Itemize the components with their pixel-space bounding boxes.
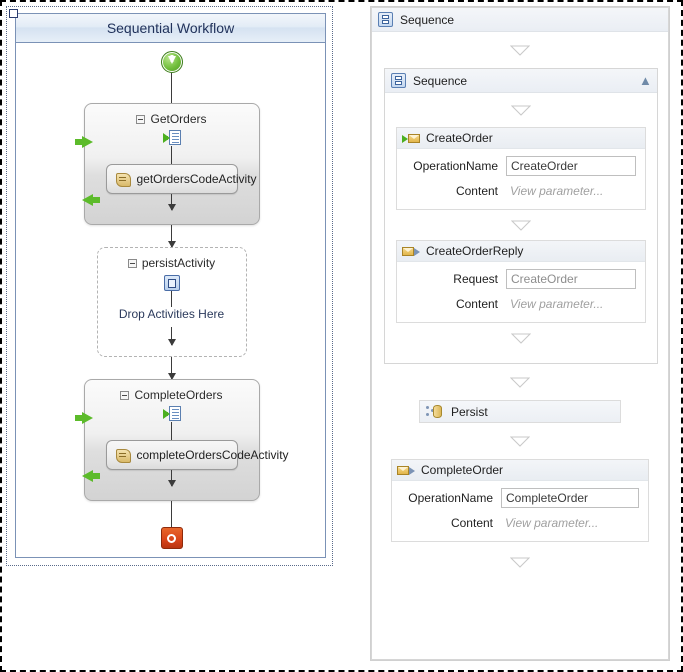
persist-activity-icon: [163, 275, 180, 291]
field-row-operationname: OperationName CompleteOrder: [397, 488, 639, 508]
field-row-content: Content View parameter...: [402, 294, 636, 314]
content-view-parameter-link[interactable]: View parameter...: [510, 297, 604, 311]
connector-line: [171, 422, 172, 440]
selection-handle[interactable]: [9, 9, 18, 18]
activity-card-createorder-header[interactable]: CreateOrder: [397, 128, 645, 149]
field-row-operationname: OperationName CreateOrder: [402, 156, 636, 176]
drop-triangle-icon[interactable]: [396, 93, 646, 127]
send-envelope-icon: [397, 464, 415, 477]
field-row-request: Request CreateOrder: [402, 269, 636, 289]
collapse-toggle-icon[interactable]: [120, 390, 130, 400]
collapse-toggle-icon[interactable]: [136, 114, 146, 124]
outer-sequence-header[interactable]: Sequence: [372, 8, 668, 32]
activity-card-completeorder[interactable]: CompleteOrder OperationName CompleteOrde…: [391, 459, 649, 542]
connector-line: [171, 326, 172, 345]
activity-card-createorder-body: OperationName CreateOrder Content View p…: [397, 149, 645, 209]
field-label-content: Content: [455, 297, 498, 311]
code-activity-icon: [115, 171, 131, 187]
wf4-workflow-designer-panel[interactable]: Sequence Sequence ▲: [370, 6, 670, 661]
chevron-up-icon[interactable]: ▲: [639, 73, 652, 88]
drop-triangle-icon[interactable]: [384, 364, 656, 400]
field-label-content: Content: [450, 516, 493, 530]
activity-card-persist-label: Persist: [451, 404, 488, 419]
page-title: Sequential Workflow: [106, 20, 235, 36]
activity-completeorderscodeactivity[interactable]: completeOrdersCodeActivity: [105, 440, 289, 470]
operationname-input[interactable]: CompleteOrder: [501, 488, 639, 508]
activity-card-createorderreply-label: CreateOrderReply: [426, 244, 524, 258]
send-envelope-icon: [402, 245, 420, 258]
activity-card-createorder-label: CreateOrder: [426, 131, 493, 145]
inbound-arrow-icon: [74, 136, 93, 148]
activity-getorders[interactable]: GetOrders getOrdersCodeActivity: [74, 103, 260, 225]
operationname-input[interactable]: CreateOrder: [506, 156, 636, 176]
drop-activities-hint: Drop Activities Here: [118, 307, 225, 321]
activity-completeorderscodeactivity-label: completeOrdersCodeActivity: [136, 447, 289, 462]
connector-line: [171, 73, 172, 103]
drop-triangle-icon[interactable]: [396, 210, 646, 240]
inner-sequence-header[interactable]: Sequence ▲: [385, 69, 657, 93]
field-label-operationname: OperationName: [408, 491, 493, 505]
inbound-arrow-icon: [74, 412, 93, 424]
connector-line: [171, 357, 172, 379]
activity-card-createorder[interactable]: CreateOrder OperationName CreateOrder Co…: [396, 127, 646, 210]
connector-line: [171, 501, 172, 527]
receive-envelope-icon: [402, 132, 420, 145]
connector-line: [171, 291, 172, 307]
activity-getorders-label: GetOrders: [150, 112, 207, 126]
activity-persistactivity-title-row: persistActivity: [98, 248, 246, 270]
outbound-arrow-icon: [81, 470, 100, 482]
connector-line: [171, 470, 172, 486]
sequence-icon: [378, 12, 393, 27]
drop-triangle-icon[interactable]: [384, 423, 656, 459]
outer-sequence-body[interactable]: Sequence ▲: [372, 32, 668, 582]
activity-completeorders[interactable]: CompleteOrders completeOrdersCodeActivi: [74, 379, 289, 501]
activity-completeorders-title-row: CompleteOrders: [85, 380, 259, 402]
receive-activity-icon: [162, 130, 181, 146]
outer-sequence-container[interactable]: Sequence Sequence ▲: [371, 7, 669, 660]
drop-triangle-icon[interactable]: [384, 542, 656, 582]
sequence-icon: [391, 73, 406, 88]
workflow-title-bar: Sequential Workflow: [15, 13, 326, 43]
content-view-parameter-link[interactable]: View parameter...: [505, 516, 599, 530]
stop-icon[interactable]: [160, 527, 183, 549]
inner-sequence-container[interactable]: Sequence ▲: [384, 68, 658, 364]
outer-sequence-label: Sequence: [400, 12, 455, 27]
activity-card-completeorder-label: CompleteOrder: [421, 463, 504, 477]
drop-triangle-icon[interactable]: [396, 323, 646, 353]
drop-triangle-icon[interactable]: [384, 32, 656, 68]
field-label-operationname: OperationName: [413, 159, 498, 173]
activity-card-completeorder-body: OperationName CompleteOrder Content View…: [392, 481, 648, 541]
collapse-toggle-icon[interactable]: [127, 258, 137, 268]
activity-persistactivity[interactable]: persistActivity Drop Activities Here: [96, 247, 247, 357]
activity-getorders-title-row: GetOrders: [85, 104, 259, 126]
activity-completeorders-label: CompleteOrders: [134, 388, 223, 402]
connector-line: [171, 225, 172, 247]
activity-card-createorderreply[interactable]: CreateOrderReply Request CreateOrder Con…: [396, 240, 646, 323]
inner-sequence-label: Sequence: [413, 73, 468, 88]
persist-icon: [426, 404, 443, 419]
field-label-content: Content: [455, 184, 498, 198]
activity-card-createorderreply-header[interactable]: CreateOrderReply: [397, 241, 645, 262]
activity-card-completeorder-header[interactable]: CompleteOrder: [392, 460, 648, 481]
inner-sequence-body[interactable]: CreateOrder OperationName CreateOrder Co…: [385, 93, 657, 363]
field-row-content: Content View parameter...: [402, 181, 636, 201]
field-label-request: Request: [453, 272, 498, 286]
activity-persistactivity-label: persistActivity: [141, 256, 216, 270]
outbound-arrow-icon: [81, 194, 100, 206]
activity-card-persist[interactable]: Persist: [419, 400, 621, 423]
activity-card-createorderreply-body: Request CreateOrder Content View paramet…: [397, 262, 645, 322]
request-input[interactable]: CreateOrder: [506, 269, 636, 289]
start-download-icon[interactable]: [160, 51, 183, 73]
activity-getorderscodeactivity[interactable]: getOrdersCodeActivity: [105, 164, 257, 194]
workflow-canvas[interactable]: GetOrders getOrdersCodeActivity: [15, 43, 326, 558]
field-row-content: Content View parameter...: [397, 513, 639, 533]
connector-line: [171, 146, 172, 164]
receive-activity-icon: [162, 406, 181, 422]
connector-line: [171, 194, 172, 210]
activity-getorderscodeactivity-label: getOrdersCodeActivity: [136, 171, 257, 186]
content-view-parameter-link[interactable]: View parameter...: [510, 184, 604, 198]
sequential-workflow-designer-panel[interactable]: Sequential Workflow GetOrders: [6, 6, 333, 566]
code-activity-icon: [115, 447, 131, 463]
